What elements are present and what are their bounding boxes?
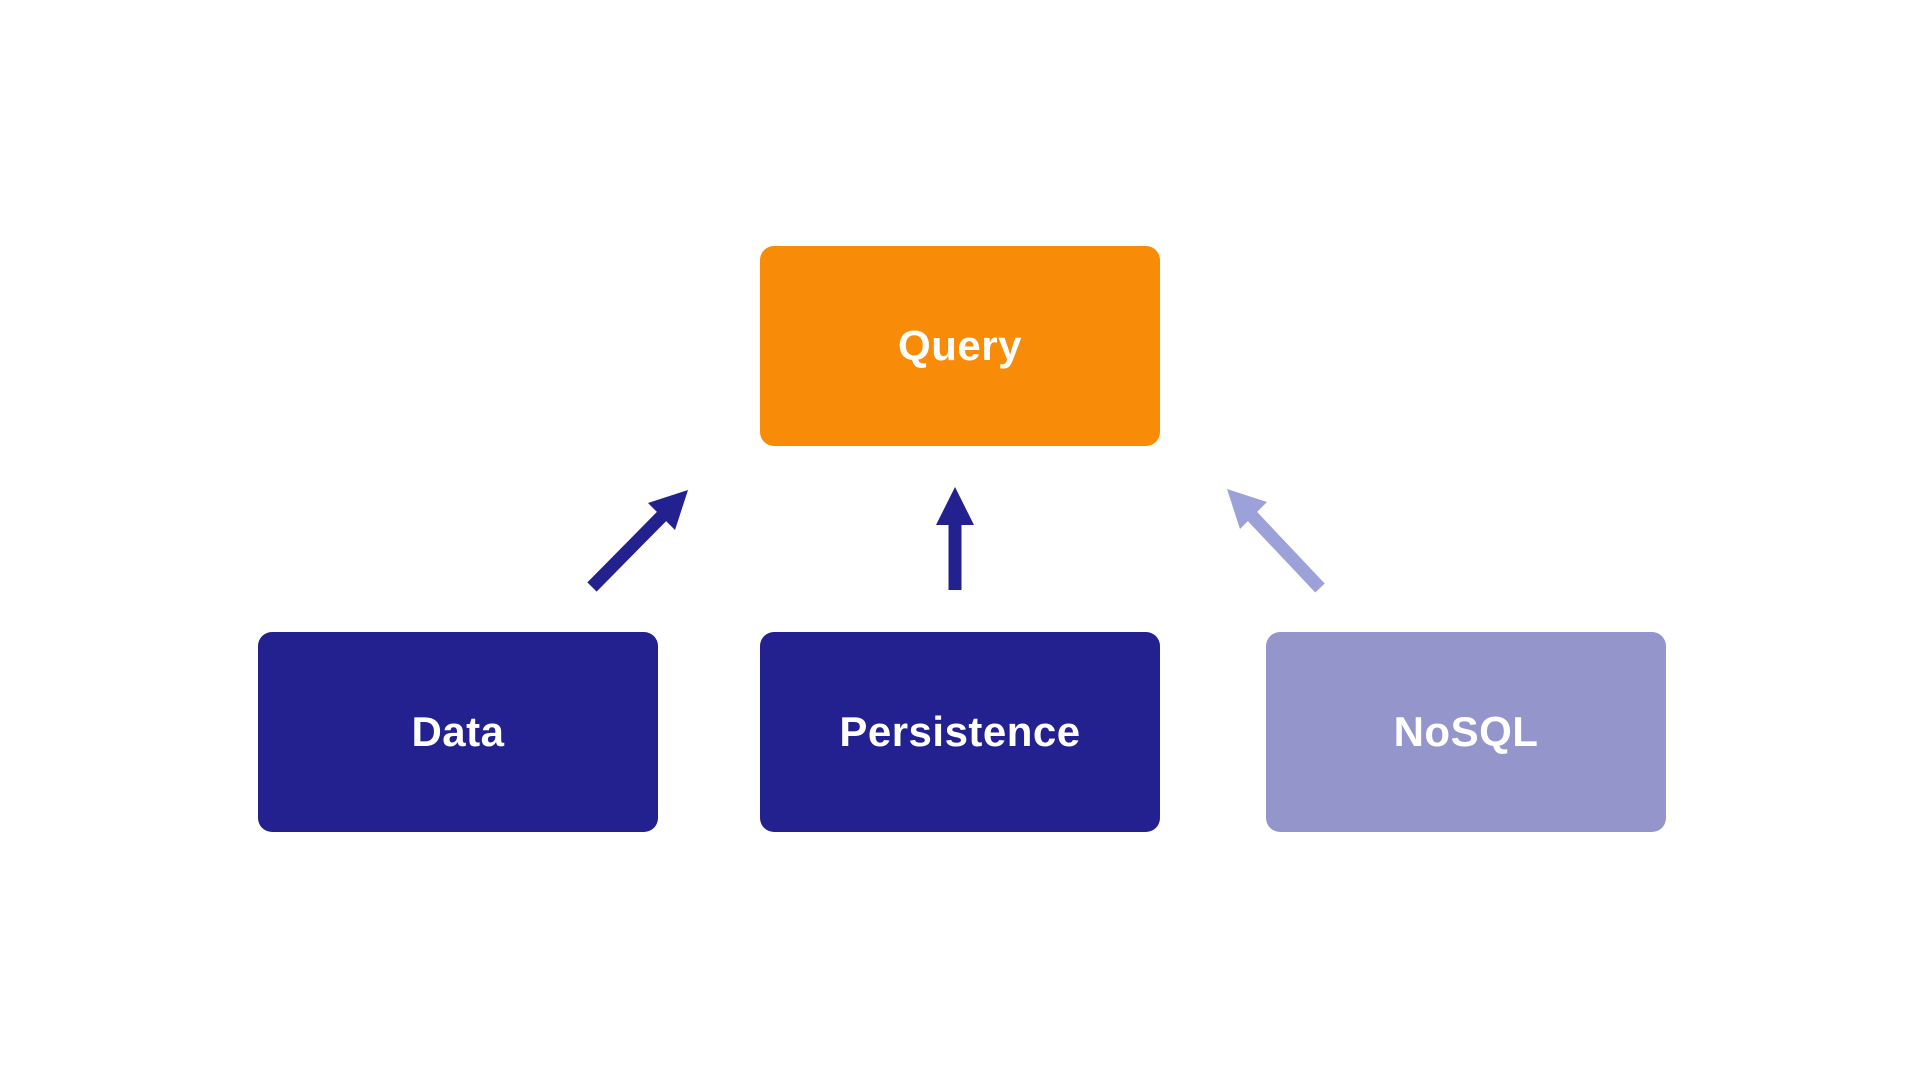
arrow-data-to-query — [587, 490, 688, 592]
node-persistence-label: Persistence — [839, 708, 1081, 755]
arrow-persistence-to-query-head-icon — [936, 487, 974, 525]
node-persistence-box: Persistence — [760, 632, 1160, 832]
arrow-nosql-to-query-shaft — [1247, 511, 1325, 593]
arrow-data-to-query-shaft — [587, 510, 668, 592]
arrow-data-to-query-head-icon — [648, 490, 688, 530]
node-nosql-box: NoSQL — [1266, 632, 1666, 832]
arrow-nosql-to-query — [1227, 489, 1325, 593]
node-data-label: Data — [411, 708, 505, 755]
arrow-persistence-to-query — [936, 487, 974, 590]
arrow-nosql-to-query-head-icon — [1227, 489, 1267, 529]
node-nosql-label: NoSQL — [1393, 708, 1539, 755]
node-query-label: Query — [898, 322, 1022, 369]
node-data-box: Data — [258, 632, 658, 832]
node-query-box: Query — [760, 246, 1160, 446]
